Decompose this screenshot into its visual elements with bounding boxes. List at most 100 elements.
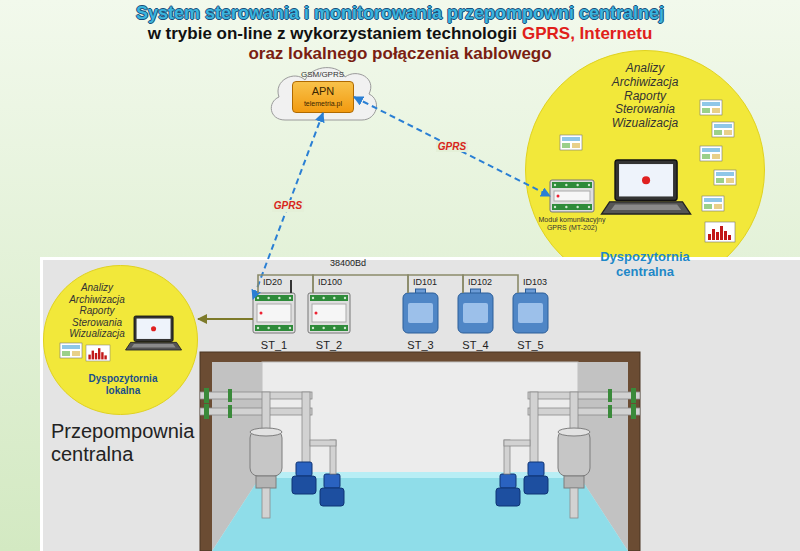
subtitle-highlight: GPRS, Internetu	[522, 24, 652, 43]
controller-module-outline	[312, 304, 346, 322]
gprs-modem-outline	[576, 184, 578, 186]
apn-box: APN telemetria.pl	[292, 81, 354, 113]
node-text: Dyspozytornia lokalna	[78, 373, 168, 396]
node-text: Moduł komunikacyjny GPRS (MT-202)	[536, 216, 608, 232]
io-module: ID101ST_3	[403, 293, 438, 333]
controller-module-outline	[308, 293, 350, 333]
controller-module-outline	[290, 280, 292, 293]
controller-module-outline	[333, 327, 335, 329]
node-text: ID102	[468, 277, 508, 287]
diagram-title: System sterowania i monitorowania przepo…	[0, 3, 800, 24]
gprs-modem-outline	[554, 191, 590, 201]
pumping-station	[200, 352, 640, 551]
central-workstation-art	[714, 170, 736, 185]
gprs-modem-outline	[550, 180, 594, 212]
controller-module-outline	[267, 327, 269, 329]
pumping-station	[212, 362, 262, 551]
node-text: Analizy Archiwizacja Raporty Sterowania …	[600, 62, 690, 131]
central-workstation-art	[712, 122, 734, 137]
pumping-station	[212, 474, 628, 551]
central-workstation-art	[705, 222, 735, 242]
local-workstation-art	[126, 316, 182, 350]
local-control-circle-outline	[44, 266, 198, 415]
station-panel: Przepompownia centralnaAnalizy Archiwiza…	[40, 257, 800, 551]
control-room-circle-outline	[526, 51, 765, 290]
pumping-station	[496, 388, 640, 518]
io-module: ID102ST_4	[458, 293, 493, 333]
controller-module-outline	[278, 297, 280, 299]
node-text: Dyspozytornia centralna	[590, 250, 700, 280]
subtitle-line: oraz lokalnego połączenia kablowego	[0, 44, 800, 64]
controller-module-outline	[278, 327, 280, 329]
controller-module-outline	[257, 297, 259, 299]
central-workstation-art	[602, 160, 691, 214]
controller-module-outline	[255, 295, 293, 301]
controller-module-outline	[310, 295, 348, 301]
controller-module-outline	[344, 297, 346, 299]
io-module-outline	[513, 293, 548, 333]
controller-module-outline	[315, 312, 318, 315]
io-module-outline	[458, 293, 493, 333]
node-text: GSM/GPRS	[265, 70, 380, 79]
io-module-outline	[518, 303, 543, 323]
controller-module-outline	[289, 297, 291, 299]
gprs-modem-outline	[576, 206, 578, 208]
node-text: ST_1	[243, 339, 305, 352]
controller-module-outline	[308, 293, 350, 333]
gprs-modem-outline	[554, 206, 556, 208]
node-text: ST_4	[446, 339, 505, 352]
node-text: ST_5	[501, 339, 560, 352]
central-workstation-art	[700, 146, 722, 161]
controller-module-outline	[257, 304, 291, 322]
local-workstation-art	[86, 345, 110, 361]
io-module: ID103ST_5	[513, 293, 548, 333]
controller-module-outline	[310, 325, 348, 331]
central-workstation-art	[702, 196, 724, 211]
controller-module-outline	[267, 297, 269, 299]
io-module-outline	[463, 303, 488, 323]
io-module-outline	[458, 293, 493, 333]
central-workstation-art	[560, 100, 736, 242]
central-workstation-art	[700, 100, 722, 115]
gprs-modem-outline	[588, 206, 590, 208]
node-text: ST_3	[391, 339, 450, 352]
subtitle-text: w trybie on-line z wykorzystaniem techno…	[148, 24, 517, 43]
io-module-outline	[403, 293, 438, 333]
node-text: APN	[293, 85, 353, 98]
node-text: ID100	[318, 277, 358, 287]
local-workstation-art	[60, 343, 82, 358]
pumping-station	[262, 362, 578, 474]
gprs-modem-outline	[550, 180, 594, 212]
pumping-station	[262, 472, 578, 478]
io-module-outline	[513, 293, 548, 333]
controller-module-outline	[255, 325, 293, 331]
gprs-modem-outline	[565, 206, 567, 208]
io-module-outline	[403, 293, 438, 333]
gprs-modem-outline	[588, 184, 590, 186]
io-module-outline	[408, 303, 433, 323]
pumping-station	[578, 362, 628, 551]
pumping-station	[200, 388, 344, 518]
node-text: Analizy Archiwizacja Raporty Sterowania …	[65, 282, 129, 340]
control-room-circle: Analizy Archiwizacja Raporty Sterowania …	[525, 50, 765, 290]
gprs-modem-outline	[565, 184, 567, 186]
controller-module: ID20ST_1	[253, 293, 295, 333]
gprs-modem-outline	[552, 182, 592, 188]
pumping-station	[212, 362, 628, 551]
gprs-modem-outline	[552, 204, 592, 210]
edge-label: GPRS	[436, 141, 468, 153]
controller-module-outline	[257, 327, 259, 329]
gprs-modem-outline	[554, 184, 556, 186]
controller-module-outline	[260, 312, 263, 315]
controller-module-outline	[253, 293, 295, 333]
local-control-circle: Analizy Archiwizacja Raporty Sterowania …	[43, 265, 198, 415]
controller-module-outline	[322, 327, 324, 329]
node-text: ID101	[413, 277, 453, 287]
node-text: telemetria.pl	[293, 100, 353, 108]
controller-module-outline	[322, 297, 324, 299]
local-workstation-art	[60, 316, 182, 361]
local-cable-arrow	[198, 318, 253, 320]
bus-speed-label: 38400Bd	[330, 258, 366, 268]
subtitle-line: w trybie on-line z wykorzystaniem techno…	[0, 24, 800, 44]
